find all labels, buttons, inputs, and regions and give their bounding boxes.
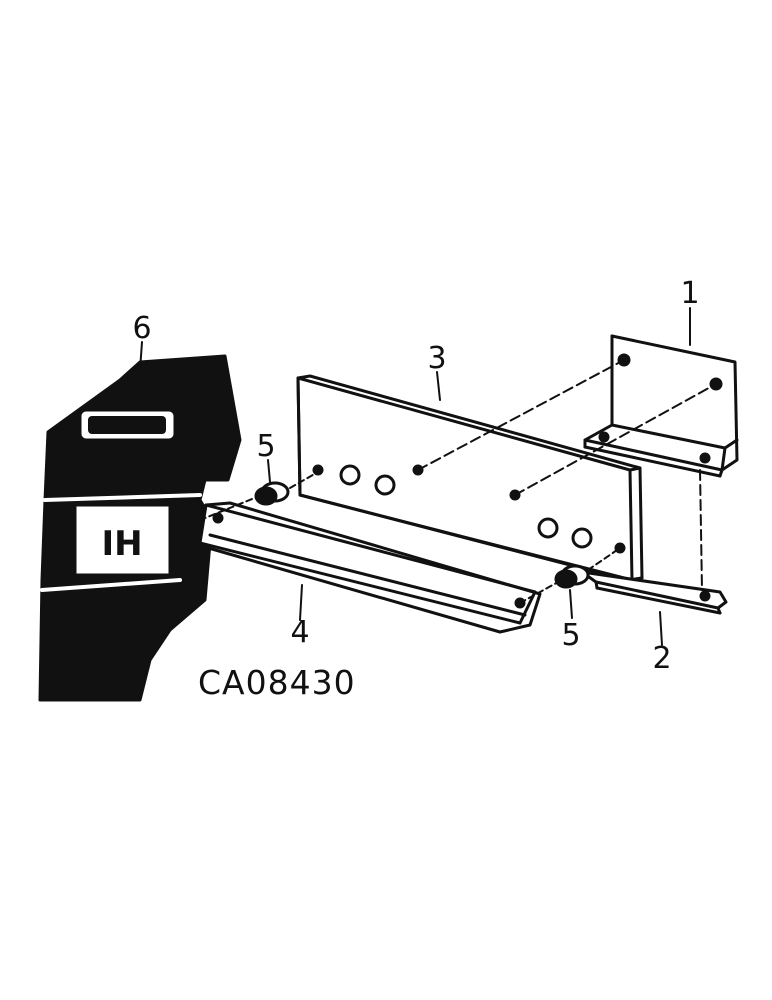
- plate-hole: [374, 474, 396, 496]
- spacer-right: [554, 564, 590, 589]
- logo-panel: [73, 503, 172, 577]
- bracket-hole: [598, 431, 610, 443]
- assembly-lines: [199, 359, 717, 604]
- callout-5-left: 5: [256, 429, 275, 464]
- mounting-plate: [296, 374, 644, 582]
- callout-1: 1: [680, 276, 699, 311]
- drawing-code: CA08430: [198, 663, 356, 702]
- support-bar: [580, 570, 728, 615]
- bar-hole: [699, 590, 711, 602]
- bracket-hole: [699, 452, 711, 464]
- angle-bracket: [583, 334, 739, 478]
- angle-bar-hole: [212, 512, 224, 524]
- spacer-left: [254, 481, 290, 506]
- leader-lines: [139, 307, 691, 646]
- weight-logo: IH: [101, 524, 142, 564]
- front-weight: IH: [38, 354, 242, 702]
- callout-2: 2: [652, 641, 671, 676]
- plate-hole: [339, 464, 361, 486]
- plate-hole: [571, 527, 593, 549]
- callout-6: 6: [132, 311, 151, 346]
- callout-3: 3: [427, 341, 446, 376]
- callout-4: 4: [290, 615, 309, 650]
- plate-hole: [537, 517, 559, 539]
- callout-5-right: 5: [561, 618, 580, 653]
